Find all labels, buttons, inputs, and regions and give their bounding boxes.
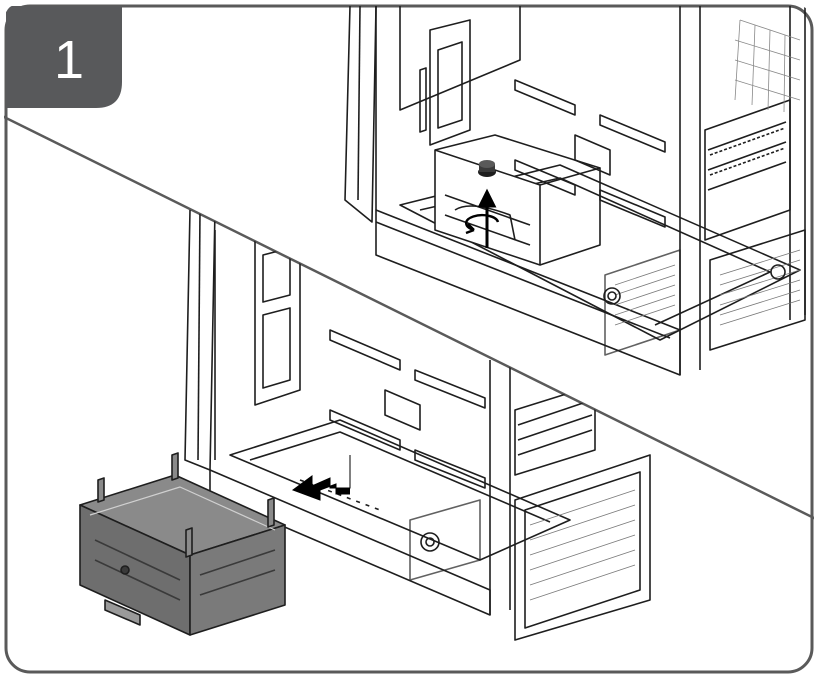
arrow-left-icon xyxy=(291,455,351,501)
drive-cage xyxy=(79,452,286,636)
thumbscrew-icon xyxy=(478,160,496,177)
thumbscrew-removal-panel xyxy=(344,5,806,376)
arrow-up-icon xyxy=(477,188,497,248)
panel-divider xyxy=(4,113,814,522)
step-badge xyxy=(6,6,122,108)
rotate-counterclockwise-icon xyxy=(464,213,500,235)
